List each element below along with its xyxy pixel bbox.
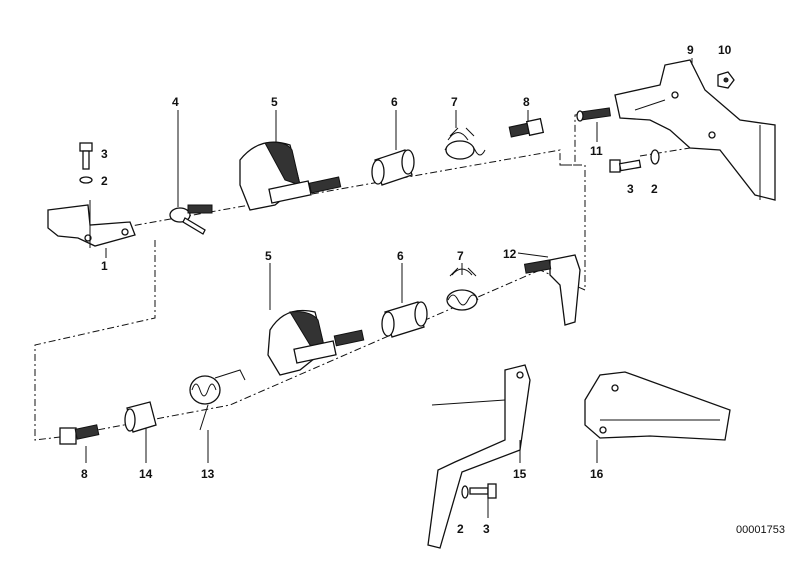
- part-6-bushing-upper[interactable]: [371, 110, 415, 186]
- label-5: 5: [265, 249, 272, 263]
- label-8: 8: [523, 95, 530, 109]
- part-3-screw-right[interactable]: [609, 159, 642, 173]
- part-2-washer[interactable]: [79, 176, 93, 184]
- image-code: 00001753: [736, 524, 785, 536]
- label-3: 3: [101, 147, 108, 161]
- part-5-lever-lower[interactable]: [267, 263, 365, 376]
- part-13-spring[interactable]: [189, 369, 246, 463]
- part-8-bolt-upper[interactable]: [508, 110, 545, 138]
- part-4-pin[interactable]: [169, 110, 213, 235]
- part-5-lever-upper[interactable]: [239, 110, 342, 211]
- part-3-screw-lower[interactable]: [469, 483, 497, 518]
- part-7-spring-upper[interactable]: [444, 110, 486, 160]
- part-15-bracket[interactable]: [427, 364, 531, 549]
- part-7-spring-lower[interactable]: [446, 263, 479, 311]
- part-2-washer-lower[interactable]: [461, 485, 469, 499]
- part-8-bolt-lower[interactable]: [59, 424, 100, 463]
- label-8: 8: [81, 467, 88, 481]
- part-1-bracket[interactable]: [47, 200, 136, 258]
- label-16: 16: [590, 467, 604, 481]
- label-6: 6: [391, 95, 398, 109]
- label-6: 6: [397, 249, 404, 263]
- label-1: 1: [101, 259, 108, 273]
- label-3: 3: [627, 182, 634, 196]
- label-13: 13: [201, 467, 215, 481]
- label-7: 7: [457, 249, 464, 263]
- label-2: 2: [101, 174, 108, 188]
- part-10-nut[interactable]: [717, 71, 735, 89]
- part-3-screw[interactable]: [79, 142, 93, 170]
- part-6-bushing-lower[interactable]: [381, 263, 428, 338]
- label-14: 14: [139, 467, 153, 481]
- part-9-bracket[interactable]: [614, 58, 776, 201]
- part-11-stud[interactable]: [576, 107, 611, 142]
- label-3: 3: [483, 522, 490, 536]
- label-7: 7: [451, 95, 458, 109]
- label-10: 10: [718, 43, 732, 57]
- label-11: 11: [590, 144, 603, 158]
- label-2: 2: [457, 522, 464, 536]
- label-12: 12: [503, 247, 517, 261]
- label-15: 15: [513, 467, 527, 481]
- label-2: 2: [651, 182, 658, 196]
- label-5: 5: [271, 95, 278, 109]
- label-9: 9: [687, 43, 694, 57]
- label-4: 4: [172, 95, 179, 109]
- part-14-bushing[interactable]: [124, 401, 157, 463]
- part-12-bracket[interactable]: [517, 252, 581, 326]
- part-2-washer-right[interactable]: [650, 149, 660, 165]
- part-16-bracket[interactable]: [584, 371, 731, 463]
- part-labels: 4 5 6 7 8 9 10 3 2 11 3 2 1 12 5 6 7 8 1…: [81, 43, 785, 536]
